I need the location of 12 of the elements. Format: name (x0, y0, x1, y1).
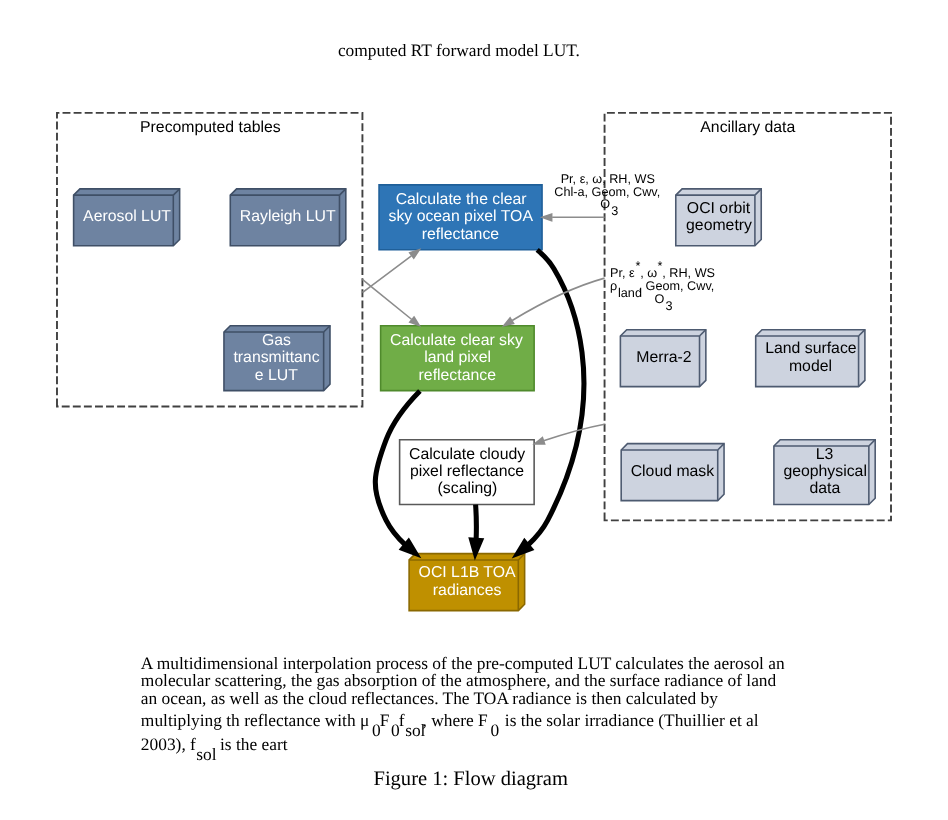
node-box: Calculate cloudy pixel reflectance (scaling) (398, 438, 535, 506)
arrow (532, 423, 606, 445)
node-box: Calculate the clear sky ocean pixel TOA reflectance (378, 184, 543, 251)
arrow (501, 277, 606, 327)
node-box: Calculate clear sky land pixel reflectance (379, 324, 535, 392)
arrow (468, 504, 485, 561)
caption: Figure 1: Flow diagram (373, 769, 568, 792)
arrow (539, 212, 606, 222)
arrow (372, 389, 422, 559)
arrow (361, 278, 422, 328)
arrow (361, 248, 422, 294)
label: computed RT forward model LUT. (337, 39, 580, 60)
